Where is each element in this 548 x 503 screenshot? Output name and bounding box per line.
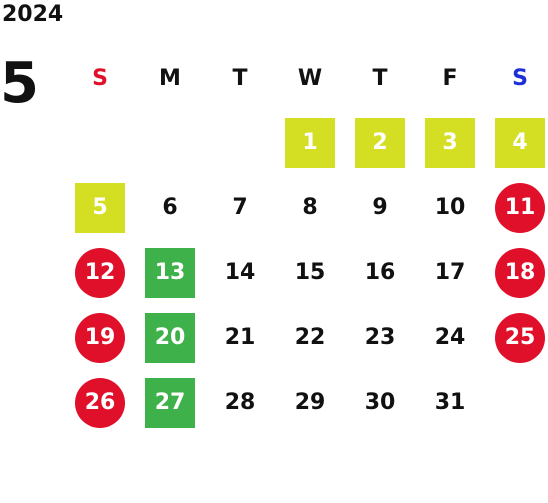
day-cell[interactable]: 3 bbox=[415, 110, 485, 175]
day-number: 16 bbox=[364, 260, 396, 285]
day-number: 26 bbox=[75, 377, 125, 428]
day-number: 5 bbox=[75, 182, 125, 233]
day-cell[interactable]: 15 bbox=[275, 240, 345, 305]
day-cell[interactable]: 8 bbox=[275, 175, 345, 240]
day-cell[interactable]: 25 bbox=[485, 305, 548, 370]
day-number: 1 bbox=[285, 117, 335, 168]
day-cell[interactable]: 18 bbox=[485, 240, 548, 305]
weekday-header: M bbox=[159, 66, 181, 91]
day-number: 30 bbox=[364, 390, 396, 415]
day-cell[interactable]: 9 bbox=[345, 175, 415, 240]
day-cell[interactable]: 27 bbox=[135, 370, 205, 435]
weekday-header: F bbox=[442, 66, 458, 91]
day-number: 19 bbox=[75, 312, 125, 363]
day-number: 9 bbox=[372, 195, 388, 220]
day-number: 13 bbox=[145, 247, 195, 298]
day-cell[interactable]: 19 bbox=[65, 305, 135, 370]
day-number: 6 bbox=[162, 195, 178, 220]
day-cell[interactable]: 23 bbox=[345, 305, 415, 370]
day-cell[interactable]: 30 bbox=[345, 370, 415, 435]
day-number: 31 bbox=[434, 390, 466, 415]
day-number: 25 bbox=[495, 312, 545, 363]
day-number: 21 bbox=[224, 325, 256, 350]
day-number: 27 bbox=[145, 377, 195, 428]
day-number: 28 bbox=[224, 390, 256, 415]
weekday-header: S bbox=[92, 66, 108, 91]
day-cell[interactable]: 28 bbox=[205, 370, 275, 435]
day-cell[interactable]: 17 bbox=[415, 240, 485, 305]
day-cell[interactable]: 16 bbox=[345, 240, 415, 305]
day-cell[interactable]: 1 bbox=[275, 110, 345, 175]
weekday-header: T bbox=[232, 66, 248, 91]
day-cell[interactable]: 5 bbox=[65, 175, 135, 240]
day-cell[interactable]: 21 bbox=[205, 305, 275, 370]
weekday-header: W bbox=[297, 66, 323, 91]
day-cell[interactable]: 24 bbox=[415, 305, 485, 370]
day-cell[interactable]: 14 bbox=[205, 240, 275, 305]
day-number: 29 bbox=[294, 390, 326, 415]
day-cell[interactable]: 12 bbox=[65, 240, 135, 305]
day-cell[interactable]: 31 bbox=[415, 370, 485, 435]
day-cell[interactable]: 22 bbox=[275, 305, 345, 370]
day-number: 10 bbox=[434, 195, 466, 220]
day-cell[interactable]: 11 bbox=[485, 175, 548, 240]
day-cell[interactable]: 13 bbox=[135, 240, 205, 305]
day-number: 24 bbox=[434, 325, 466, 350]
day-number: 11 bbox=[495, 182, 545, 233]
day-number: 12 bbox=[75, 247, 125, 298]
day-number: 17 bbox=[434, 260, 466, 285]
day-number: 3 bbox=[425, 117, 475, 168]
day-number: 15 bbox=[294, 260, 326, 285]
day-number: 14 bbox=[224, 260, 256, 285]
day-cell[interactable]: 2 bbox=[345, 110, 415, 175]
day-cell[interactable]: 29 bbox=[275, 370, 345, 435]
day-number: 8 bbox=[302, 195, 318, 220]
day-cell[interactable]: 20 bbox=[135, 305, 205, 370]
weekday-header: T bbox=[372, 66, 388, 91]
day-number: 2 bbox=[355, 117, 405, 168]
calendar-year: 2024 bbox=[2, 2, 64, 27]
day-number: 20 bbox=[145, 312, 195, 363]
day-cell[interactable]: 6 bbox=[135, 175, 205, 240]
day-number: 18 bbox=[495, 247, 545, 298]
day-cell[interactable]: 4 bbox=[485, 110, 548, 175]
day-number: 23 bbox=[364, 325, 396, 350]
day-cell[interactable]: 26 bbox=[65, 370, 135, 435]
day-number: 22 bbox=[294, 325, 326, 350]
calendar-month: 5 bbox=[0, 51, 39, 116]
day-number: 4 bbox=[495, 117, 545, 168]
day-cell[interactable]: 10 bbox=[415, 175, 485, 240]
weekday-header: S bbox=[512, 66, 528, 91]
day-number: 7 bbox=[232, 195, 248, 220]
day-cell[interactable]: 7 bbox=[205, 175, 275, 240]
